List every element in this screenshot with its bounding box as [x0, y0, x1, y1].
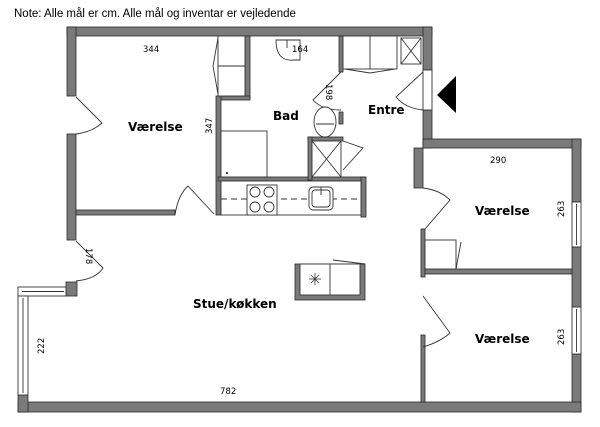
- wall-kitchen-top: [217, 176, 366, 182]
- wall-corner-bottom-left: [17, 394, 29, 413]
- door-bad: [312, 71, 342, 111]
- wall-hall-right-bottom: [420, 334, 426, 403]
- door-vaerelse1-exterior: [75, 96, 103, 135]
- door-shower: [342, 140, 364, 171]
- burner-icon: [263, 186, 275, 198]
- wall-shower-left: [307, 136, 313, 181]
- wall-right-rooms-top: [422, 138, 582, 149]
- dim-stue-window: 222: [37, 338, 47, 354]
- dim-stue-door: 178: [83, 248, 93, 264]
- entrance-door-swing: [395, 71, 424, 111]
- wall-bad-right-upper: [338, 35, 344, 73]
- island-hob-icon: [309, 273, 321, 285]
- plan-note: Note: Alle mål er cm. Alle mål og invent…: [14, 8, 296, 20]
- wall-wardrobe-right: [244, 35, 251, 100]
- room-label-vaerelse-2: Værelse: [475, 204, 530, 218]
- room-label-vaerelse-3: Værelse: [475, 332, 530, 346]
- dim-stue-width: 782: [220, 387, 236, 397]
- wall-bottom: [17, 401, 582, 413]
- wall-left-middle: [66, 133, 77, 241]
- washing-machine-space: [220, 130, 268, 178]
- dim-bad-sink: 164: [292, 45, 308, 55]
- wall-pillar: [65, 281, 78, 297]
- wardrobe-vaerelse2: [424, 239, 457, 270]
- dim-vaerelse1-depth: 347: [205, 118, 215, 134]
- wall-hall-right: [413, 147, 424, 189]
- wall-top: [66, 26, 433, 37]
- door-vaerelse3: [422, 295, 451, 348]
- dim-vaerelse1-width: 344: [143, 45, 159, 55]
- room-label-vaerelse-1: Værelse: [128, 120, 183, 134]
- wall-hall-right-lower: [420, 228, 426, 278]
- entrance-door-frame: [422, 69, 433, 111]
- dim-vaerelse2-depth: 263: [557, 201, 567, 217]
- wall-bad-right-lower: [338, 111, 344, 125]
- door-stue-side: [75, 240, 104, 282]
- wall-bad-left: [215, 95, 222, 216]
- door-vaerelse1: [174, 185, 215, 216]
- stove: [246, 184, 278, 216]
- wall-between-rooms: [424, 268, 573, 275]
- room-label-bad: Bad: [273, 109, 299, 123]
- room-label-stue-kokken: Stue/køkken: [193, 297, 277, 311]
- burner-icon: [249, 186, 261, 198]
- wall-bad-left-top: [217, 95, 251, 101]
- dim-vaerelse2-width: 290: [490, 156, 506, 166]
- kitchen-counter: [220, 180, 362, 216]
- wall-vaerelse1-bottom: [75, 209, 176, 216]
- wall-shower-top: [307, 136, 344, 142]
- wall-kitchen-right: [360, 176, 367, 218]
- door-vaerelse2: [422, 187, 451, 230]
- wall-entre-right-upper: [422, 26, 433, 71]
- burner-icon: [249, 201, 261, 213]
- wall-left-upper: [66, 26, 77, 97]
- wall-right-upper: [571, 138, 582, 203]
- dim-bad-depth: 198: [323, 84, 333, 100]
- burner-icon: [263, 201, 275, 213]
- dim-vaerelse3-depth: 263: [557, 329, 567, 345]
- toilet: [313, 106, 337, 138]
- entrance-arrow-icon: [437, 76, 456, 113]
- bad-sink: [275, 39, 301, 61]
- wall-right-middle: [571, 246, 582, 308]
- room-label-entre: Entre: [368, 103, 405, 117]
